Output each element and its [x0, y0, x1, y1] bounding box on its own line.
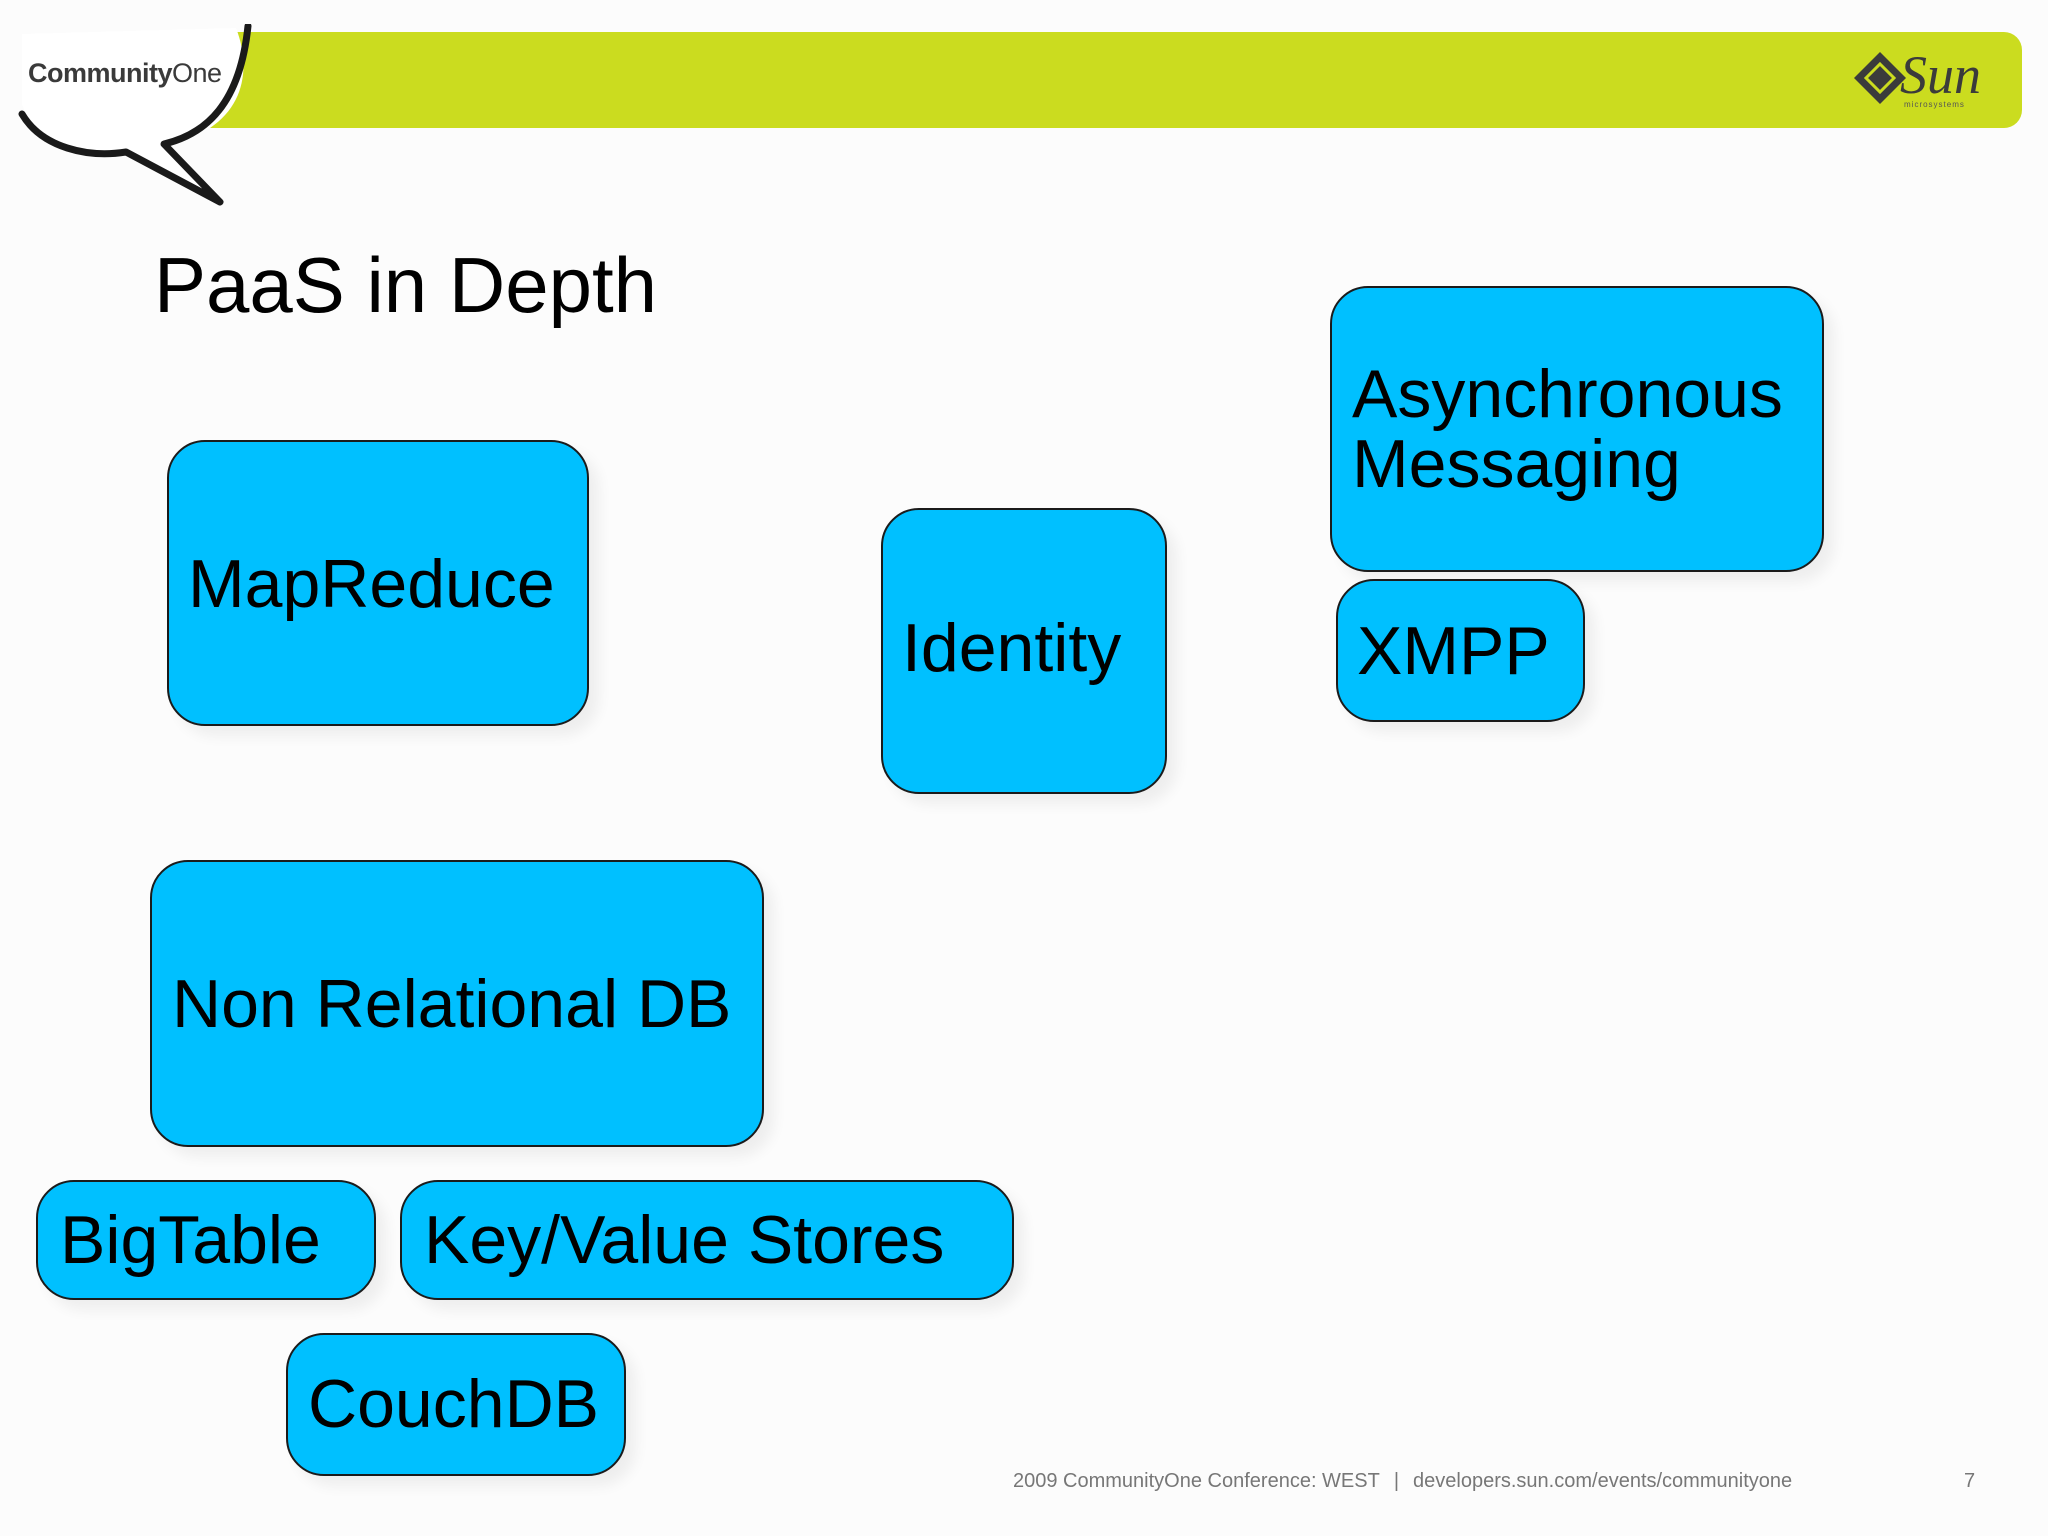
box-mapreduce: [167, 440, 589, 726]
box-couchdb: [286, 1333, 626, 1476]
box-identity-label: Identity: [902, 610, 1122, 686]
footer-conference: 2009 CommunityOne Conference: WEST: [1013, 1470, 1380, 1492]
box-non-relational-db: [150, 860, 764, 1147]
header-bar: [170, 32, 2022, 128]
box-bigtable: [36, 1180, 376, 1300]
footer-separator: |: [1393, 1470, 1400, 1492]
box-async-label-1: Asynchronous: [1352, 356, 1783, 432]
box-mapreduce-label: MapReduce: [188, 546, 555, 622]
logo-text: CommunityOne: [28, 58, 222, 89]
box-kvstores-label: Key/Value Stores: [424, 1202, 945, 1278]
sun-subtext: microsystems: [1904, 100, 1965, 109]
sun-logo: [1850, 46, 1990, 116]
logo-text-light: One: [172, 58, 222, 88]
footer-url: developers.sun.com/events/communityone: [1413, 1470, 1793, 1492]
box-key-value-stores: [400, 1180, 1014, 1300]
box-bigtable-label: BigTable: [60, 1202, 321, 1278]
box-async-label-2: Messaging: [1352, 426, 1681, 502]
slide-title: PaaS in Depth: [154, 241, 658, 329]
footer: 2009 CommunityOne Conference: WEST | devel…: [1013, 1470, 1792, 1493]
sun-wordmark: Sun: [1900, 45, 1981, 105]
box-nonrel-label: Non Relational DB: [172, 966, 732, 1042]
box-async-messaging: [1330, 286, 1824, 572]
box-identity: [881, 508, 1167, 794]
box-couchdb-label: CouchDB: [308, 1366, 600, 1442]
page-number: 7: [1964, 1470, 1976, 1492]
box-xmpp-label: XMPP: [1357, 613, 1550, 689]
communityone-logo: CommunityOne: [14, 22, 254, 214]
sun-diamond-icon: [1854, 52, 1906, 104]
speech-bubble-icon: [18, 22, 252, 206]
logo-text-bold: Community: [28, 58, 173, 88]
box-xmpp: [1336, 579, 1585, 722]
